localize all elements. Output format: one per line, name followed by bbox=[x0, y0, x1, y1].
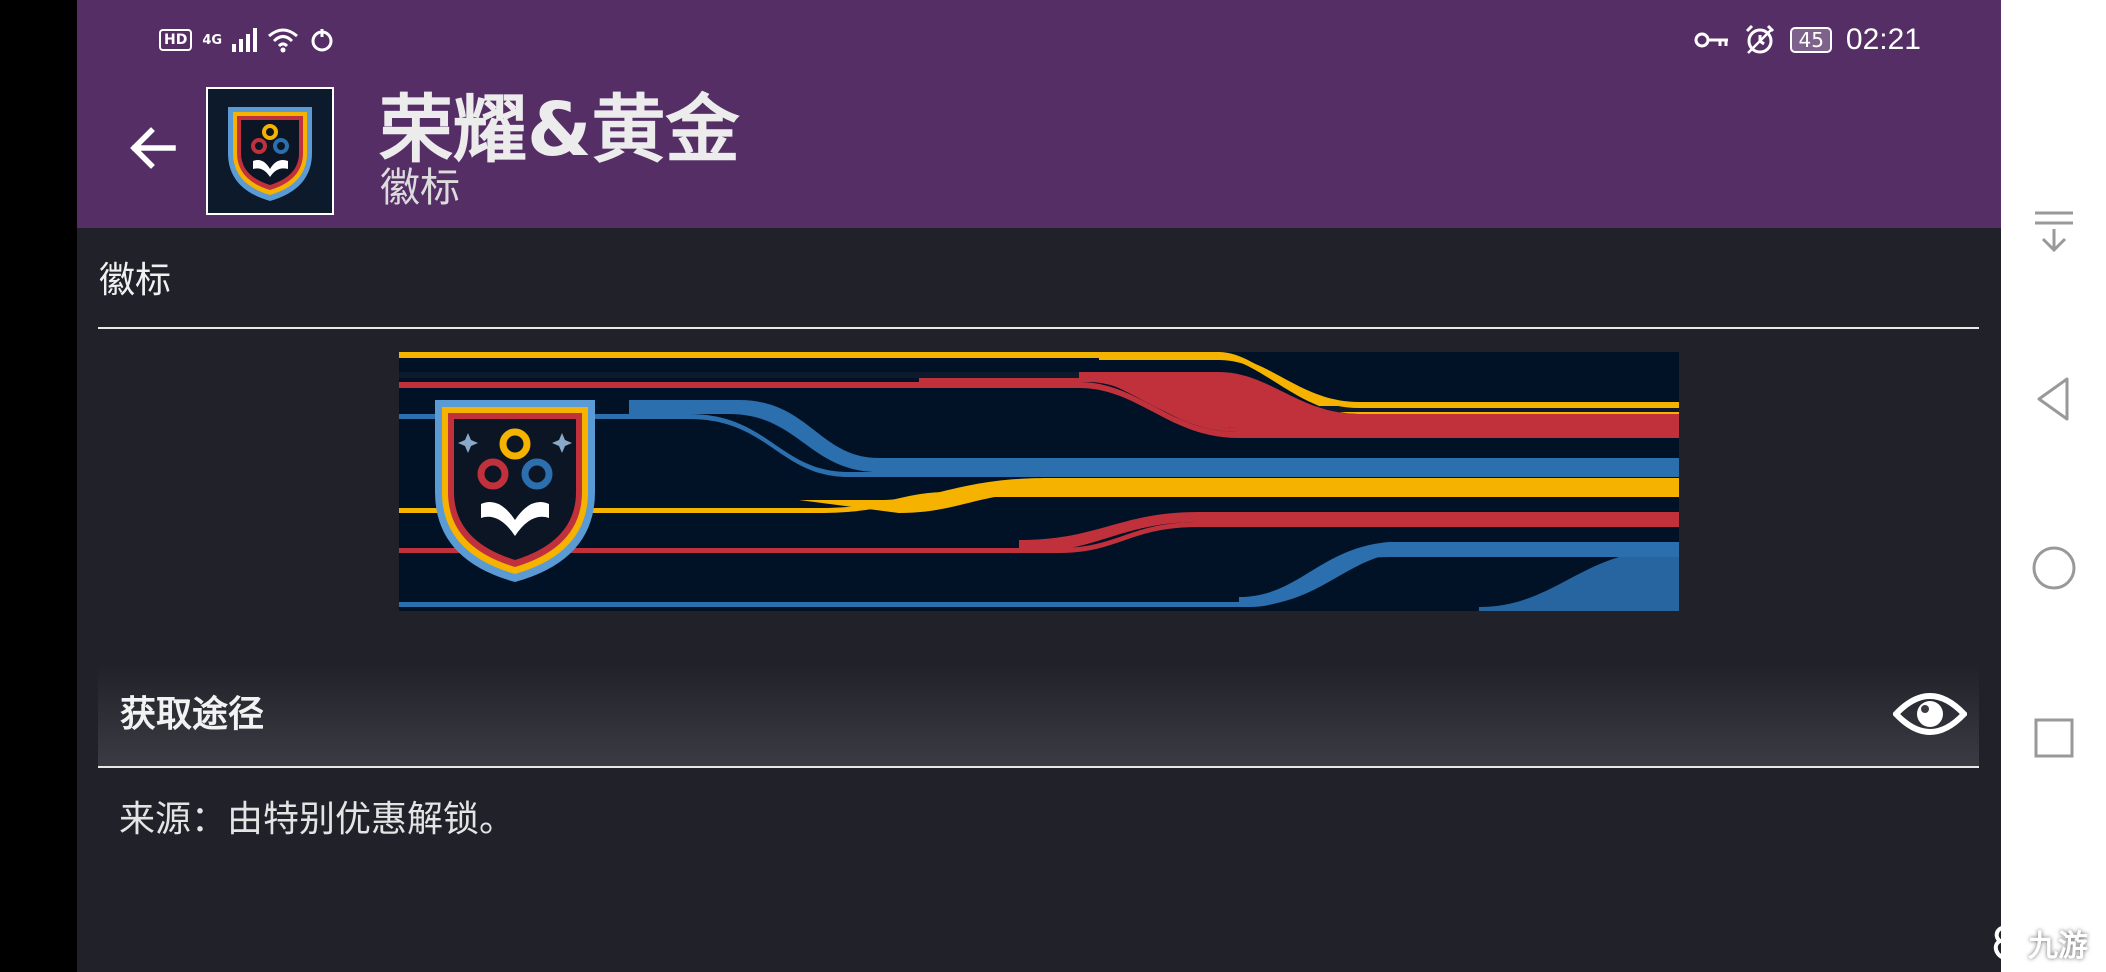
section-divider bbox=[98, 327, 1979, 329]
home-circle-icon bbox=[2032, 546, 2076, 590]
source-text: 来源：由特别优惠解锁。 bbox=[119, 799, 516, 840]
emblem-banner bbox=[399, 352, 1679, 611]
acquisition-divider bbox=[98, 766, 1979, 768]
acquisition-header[interactable]: 获取途径 bbox=[98, 664, 1979, 766]
pull-down-button[interactable] bbox=[2029, 205, 2079, 255]
wifi-icon bbox=[268, 28, 299, 53]
signal-icon bbox=[232, 28, 258, 52]
back-triangle-icon bbox=[2037, 377, 2069, 421]
emblem-thumbnail bbox=[206, 87, 334, 215]
nav-recent-button[interactable] bbox=[2029, 713, 2079, 763]
status-time: 02:21 bbox=[1845, 23, 1921, 56]
status-bar-right: 45 02:21 bbox=[1694, 18, 1921, 62]
app-screen: HD 4G bbox=[77, 0, 2001, 972]
recent-square-icon bbox=[2034, 718, 2074, 758]
shield-emblem-icon bbox=[208, 89, 332, 213]
watermark-text: 九游 bbox=[2028, 929, 2088, 964]
section-label: 徽标 bbox=[99, 260, 172, 301]
page-subtitle: 徽标 bbox=[380, 165, 460, 211]
key-icon bbox=[1694, 32, 1729, 48]
status-bar-left: HD 4G bbox=[159, 20, 335, 60]
arrow-left-icon bbox=[130, 127, 176, 169]
back-button[interactable] bbox=[123, 118, 183, 178]
app-header: HD 4G bbox=[77, 0, 2001, 228]
watermark-logo-icon bbox=[1993, 925, 2020, 961]
signal-type: 4G bbox=[202, 32, 223, 48]
nav-back-button[interactable] bbox=[2029, 374, 2079, 424]
alarm-icon bbox=[1746, 24, 1775, 54]
page-title: 荣耀&黄金 bbox=[379, 87, 740, 173]
pull-down-icon bbox=[2035, 211, 2073, 253]
eye-icon bbox=[1891, 693, 1969, 735]
hd-badge: HD bbox=[159, 29, 193, 51]
emblem-banner-art bbox=[399, 352, 1679, 611]
watermark: 九游 bbox=[1990, 914, 2106, 972]
sync-icon bbox=[311, 29, 333, 52]
battery-icon: 45 bbox=[1790, 27, 1832, 53]
acquisition-label: 获取途径 bbox=[120, 694, 265, 735]
toggle-visibility-button[interactable] bbox=[1891, 684, 1969, 744]
nav-home-button[interactable] bbox=[2029, 543, 2079, 593]
system-navigation-bar bbox=[2001, 0, 2106, 972]
